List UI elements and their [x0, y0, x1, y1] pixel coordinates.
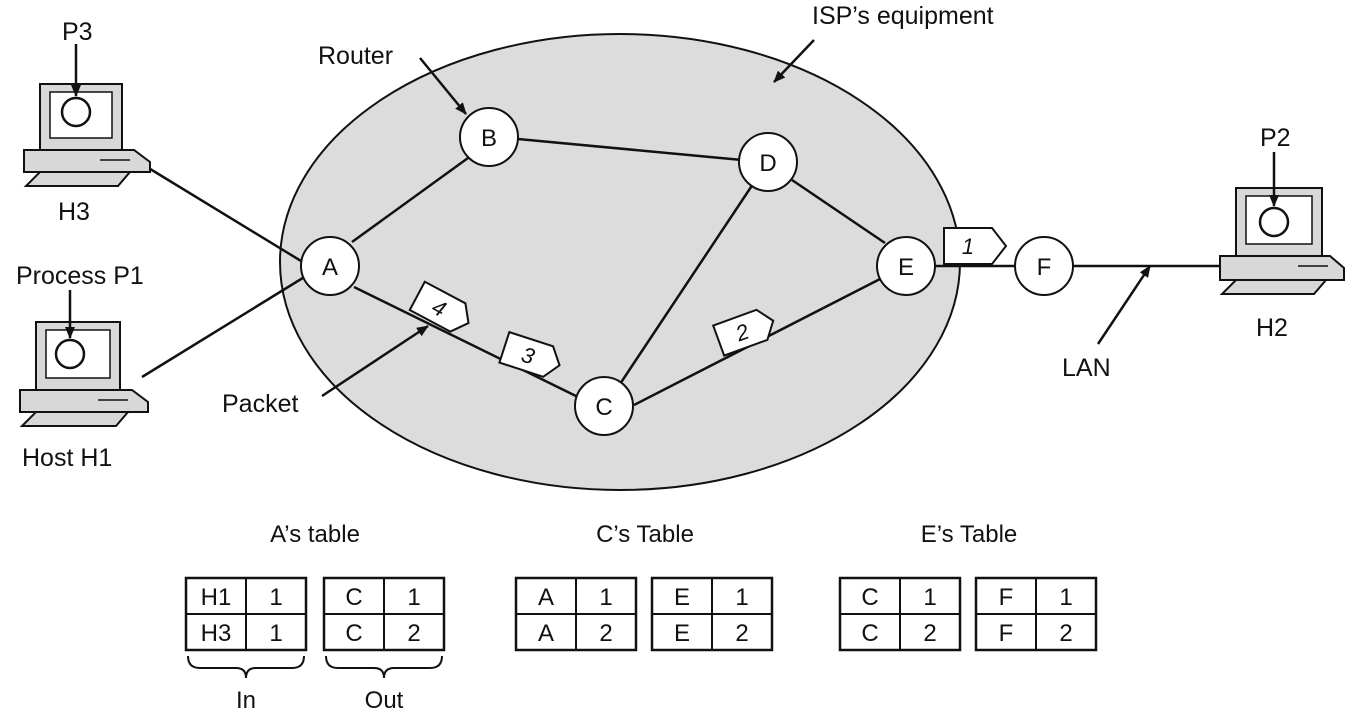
host-h2-label: H2 — [1256, 314, 1288, 342]
router-e[interactable]: E — [876, 236, 936, 296]
table-e-title: E’s Table — [921, 521, 1018, 548]
table-a-out-cell: C — [345, 584, 362, 611]
packet-3: 3 — [498, 330, 561, 378]
table-a-in-cell: 1 — [269, 620, 282, 647]
router-label: Router — [318, 42, 393, 70]
table-c-out-cell: E — [674, 584, 690, 611]
router-d[interactable]: D — [738, 132, 798, 192]
link-b-d — [517, 137, 743, 162]
host-h1-label: Host H1 — [22, 444, 112, 472]
router-arrow — [419, 57, 467, 115]
packet-4: 4 — [408, 280, 470, 333]
table-c-out-cell: E — [674, 620, 690, 647]
in-label: In — [236, 687, 256, 714]
router-f[interactable]: F — [1014, 236, 1074, 296]
host-h3-label: H3 — [58, 198, 90, 226]
isp-equipment-label: ISP’s equipment — [812, 2, 994, 30]
table-e-out-cell: F — [999, 584, 1014, 611]
table-e-in-cell: C — [861, 620, 878, 647]
router-f-label: F — [1037, 254, 1052, 281]
link-d-e — [791, 178, 886, 245]
link-a-c — [353, 285, 579, 399]
process-p1-icon — [54, 338, 86, 370]
isp-arrow — [773, 39, 815, 83]
link-h1-a — [141, 274, 307, 379]
table-a-out-cell: C — [345, 620, 362, 647]
process-p3-icon — [60, 96, 92, 128]
table-e-out-cell: 2 — [1059, 620, 1072, 647]
in-brace — [187, 655, 305, 679]
host-h1[interactable] — [19, 321, 149, 427]
table-e-out-cell: F — [999, 620, 1014, 647]
packet-label: Packet — [222, 390, 298, 418]
process-p3-label: P3 — [62, 18, 93, 46]
table-c-in-cell: 1 — [599, 584, 612, 611]
table-c-title: C’s Table — [596, 521, 694, 548]
table-e-in-cell: C — [861, 584, 878, 611]
process-p1-label: Process P1 — [16, 262, 144, 290]
table-c-in-cell: A — [538, 620, 554, 647]
table-a-out-cell: 1 — [407, 584, 420, 611]
router-d-label: D — [759, 150, 776, 177]
table-a-title: A’s table — [270, 521, 360, 548]
table-c-out-cell: 2 — [735, 620, 748, 647]
process-p2-label: P2 — [1260, 124, 1291, 152]
router-c[interactable]: C — [574, 376, 634, 436]
annotation-arrows — [321, 39, 1152, 398]
process-p2-icon — [1258, 206, 1290, 238]
out-brace — [325, 655, 443, 679]
router-c-label: C — [595, 394, 612, 421]
table-a-out-cell: 2 — [407, 620, 420, 647]
table-c-out-cell: 1 — [735, 584, 748, 611]
host-h3[interactable] — [23, 83, 151, 187]
router-a[interactable]: A — [300, 236, 360, 296]
table-e-in-cell: 1 — [923, 584, 936, 611]
link-h3-a — [141, 162, 307, 266]
lan-arrow — [1096, 265, 1152, 345]
router-e-label: E — [898, 254, 914, 281]
host-h2[interactable] — [1219, 187, 1345, 295]
packet-1: 1 — [943, 227, 1008, 265]
router-b-label: B — [481, 125, 497, 152]
table-e-in-cell: 2 — [923, 620, 936, 647]
router-b[interactable]: B — [459, 107, 519, 167]
link-a-b — [351, 156, 469, 244]
table-a-in-cell: H3 — [201, 620, 232, 647]
link-c-d — [618, 183, 755, 385]
table-e-out-cell: 1 — [1059, 584, 1072, 611]
lan-label: LAN — [1062, 354, 1111, 382]
out-label: Out — [365, 687, 404, 714]
table-a-in-cell: H1 — [201, 584, 232, 611]
packet-1-label: 1 — [962, 234, 974, 259]
packet-2: 2 — [711, 308, 775, 357]
table-c-in-cell: A — [538, 584, 554, 611]
table-a-in-cell: 1 — [269, 584, 282, 611]
table-c-in-cell: 2 — [599, 620, 612, 647]
packet-arrow — [321, 324, 429, 398]
router-a-label: A — [322, 254, 338, 281]
